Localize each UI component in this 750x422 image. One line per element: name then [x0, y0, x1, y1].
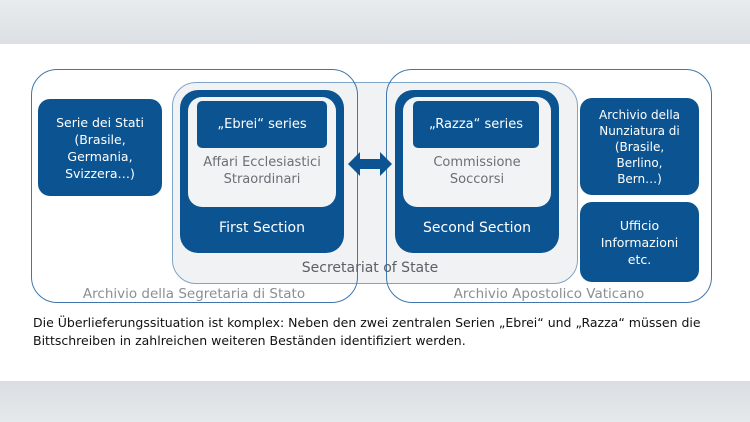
second-section-label: Second Section — [423, 220, 531, 236]
affari-ecclesiastici-text: Affari Ecclesiastici Straordinari — [203, 155, 321, 187]
ebrei-series-pill: „Ebrei“ series — [197, 101, 327, 148]
double-arrow-icon — [348, 152, 392, 176]
archivio-apostolico-label: Archivio Apostolico Vaticano — [453, 286, 645, 302]
archivio-apostolico-outline — [386, 69, 712, 303]
archivio-segretaria-label: Archivio della Segretaria di Stato — [82, 286, 306, 302]
secretariat-of-state-label: Secretariat of State — [301, 260, 439, 276]
top-frame-band — [0, 0, 750, 44]
nunziatura-box: Archivio della Nunziatura di (Brasile, B… — [580, 98, 699, 195]
razza-series-pill: „Razza“ series — [413, 101, 539, 148]
archivio-segretaria-outline — [31, 69, 358, 303]
first-section-label: First Section — [219, 220, 305, 236]
serie-dei-stati-box: Serie dei Stati (Brasile, Germania, Sviz… — [38, 99, 162, 196]
slide: Serie dei Stati (Brasile, Germania, Sviz… — [0, 44, 750, 381]
bottom-frame-band — [0, 381, 750, 422]
caption-text: Die Überlieferungssituation ist komplex:… — [33, 315, 701, 348]
ufficio-informazioni-box: Ufficio Informazioni etc. — [580, 202, 699, 282]
commissione-soccorsi-text: Commissione Soccorsi — [433, 155, 521, 187]
